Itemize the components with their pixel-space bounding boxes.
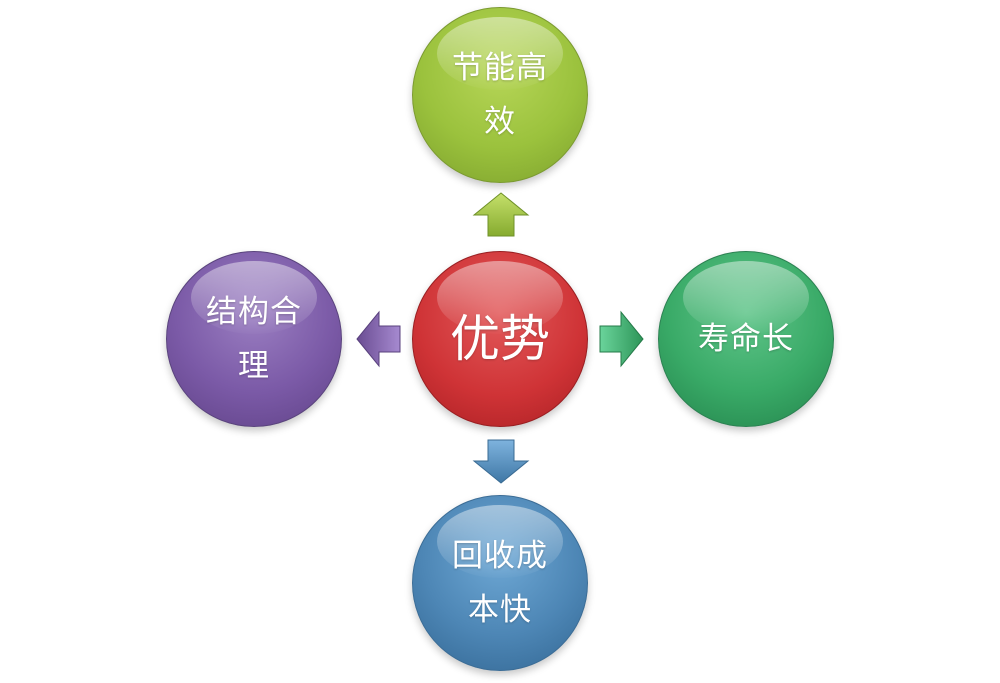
long-life-node: 寿命长 xyxy=(658,251,834,427)
arrow-left-icon xyxy=(356,310,402,368)
cost-recovery-node: 回收成本快 xyxy=(412,495,588,671)
long-life-label: 寿命长 xyxy=(698,321,794,357)
energy-saving-label: 节能高效 xyxy=(452,50,548,140)
structure-node: 结构合理 xyxy=(166,251,342,427)
advantage-center-node: 优势 xyxy=(412,251,588,427)
advantage-center-label: 优势 xyxy=(450,310,550,368)
arrow-down-icon xyxy=(472,438,530,484)
energy-saving-node: 节能高效 xyxy=(412,7,588,183)
structure-label: 结构合理 xyxy=(206,294,302,384)
arrow-up-icon xyxy=(472,192,530,238)
cost-recovery-label: 回收成本快 xyxy=(452,538,548,628)
arrow-right-icon xyxy=(598,310,644,368)
